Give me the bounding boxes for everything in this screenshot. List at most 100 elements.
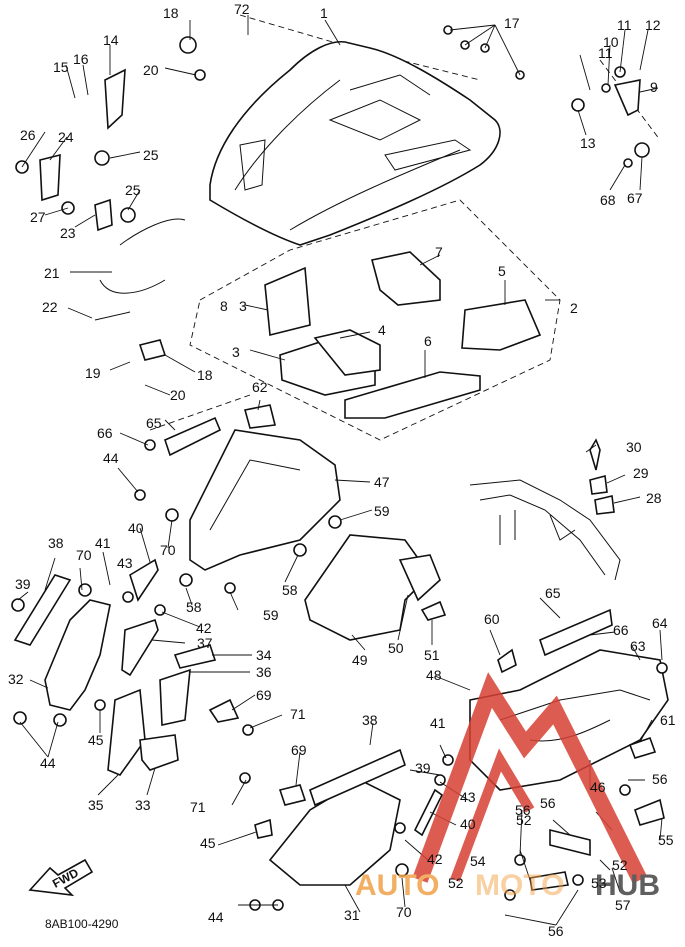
part-number-label: 45 [88, 732, 104, 748]
part-number-label: 69 [291, 742, 307, 758]
part-number-label: 23 [60, 225, 76, 241]
part-number-label: 44 [103, 450, 119, 466]
left-side-cowling [11, 439, 342, 776]
part-number-label: 56 [540, 795, 556, 811]
part-number-label: 64 [652, 615, 668, 631]
part-number-label: 37 [197, 635, 213, 651]
part-number-label: 19 [85, 365, 101, 381]
part-number-label: 49 [352, 652, 368, 668]
automotohub-watermark: AUTO MOTO HUB [355, 672, 660, 902]
part-number-label: 66 [97, 425, 113, 441]
part-number-label: 53 [591, 875, 607, 891]
part-number-label: 3 [239, 298, 247, 314]
part-number-label: 70 [76, 547, 92, 563]
part-number-label: 35 [88, 797, 104, 813]
part-number-label: 70 [396, 904, 412, 920]
part-number-label: 5 [498, 263, 506, 279]
part-number-label: 1 [320, 5, 328, 21]
diagram-code: 8AB100-4290 [45, 917, 119, 931]
part-number-label: 29 [633, 465, 649, 481]
frame-bracket [469, 438, 621, 581]
part-number-label: 66 [613, 622, 629, 638]
part-number-label: 71 [190, 799, 206, 815]
part-number-label: 62 [252, 379, 268, 395]
part-number-label: 33 [135, 797, 151, 813]
part-number-label: 31 [344, 907, 360, 923]
part-number-label: 9 [650, 79, 658, 95]
part-number-label: 59 [374, 503, 390, 519]
part-number-label: 52 [516, 812, 532, 828]
part-number-label: 13 [580, 135, 596, 151]
part-number-label: 70 [160, 542, 176, 558]
part-number-label: 20 [170, 387, 186, 403]
cowling-pads [264, 251, 542, 419]
fwd-arrow-icon: FWD [28, 858, 94, 897]
part-number-label: 50 [388, 640, 404, 656]
part-number-label: 34 [256, 647, 272, 663]
part-number-label: 40 [460, 816, 476, 832]
upper-cowling [209, 40, 501, 246]
part-number-label: 44 [208, 909, 224, 925]
part-number-label: 44 [40, 755, 56, 771]
part-number-label: 20 [143, 62, 159, 78]
part-number-label: 42 [196, 620, 212, 636]
part-number-label: 30 [626, 439, 642, 455]
part-number-label: 12 [645, 17, 661, 33]
part-number-label: 4 [378, 322, 386, 338]
part-number-label: 58 [282, 582, 298, 598]
part-number-label: 3 [232, 344, 240, 360]
part-number-label: 18 [163, 5, 179, 21]
part-number-label: 10 [603, 34, 619, 50]
part-number-label: 68 [600, 192, 616, 208]
part-number-label: 65 [545, 585, 561, 601]
part-number-label: 59 [263, 607, 279, 623]
part-number-label: 38 [362, 712, 378, 728]
part-number-label: 63 [630, 638, 646, 654]
part-number-label: 52 [612, 857, 628, 873]
part-number-label: 17 [504, 15, 520, 31]
part-number-label: 21 [44, 265, 60, 281]
part-number-label: 27 [30, 209, 46, 225]
part-number-label: 56 [515, 802, 531, 818]
part-number-label: 25 [143, 147, 159, 163]
watermark-auto: AUTO [355, 869, 439, 902]
part-number-label: 2 [570, 300, 578, 316]
part-number-label: 16 [73, 51, 89, 67]
part-number-label: 41 [430, 715, 446, 731]
part-number-label: 69 [256, 687, 272, 703]
side-cover-panel [304, 534, 447, 641]
part-number-label: 47 [374, 474, 390, 490]
part-number-label: 26 [20, 127, 36, 143]
part-number-label: 65 [146, 415, 162, 431]
part-number-label: 56 [652, 771, 668, 787]
left-small-parts [15, 36, 206, 361]
part-number-label: 8 [220, 298, 228, 314]
part-number-label: 11 [617, 17, 632, 33]
part-number-label: 22 [42, 299, 58, 315]
part-number-label: 28 [646, 490, 662, 506]
part-number-label: 39 [15, 576, 31, 592]
part-number-label: 7 [435, 244, 443, 260]
part-number-label: 52 [448, 875, 464, 891]
lower-side-cowling [239, 608, 669, 911]
part-number-label: 40 [128, 520, 144, 536]
watermark-moto: MOTO [475, 869, 564, 902]
part-number-label: 57 [615, 897, 631, 913]
watermark-hub: HUB [595, 869, 660, 902]
part-number-label: 55 [658, 832, 674, 848]
part-number-label: 54 [470, 853, 486, 869]
part-number-label: 60 [484, 611, 500, 627]
part-number-label: 43 [460, 789, 476, 805]
part-number-label: 36 [256, 664, 272, 680]
part-number-label: 14 [103, 32, 119, 48]
part-number-label: 15 [53, 59, 69, 75]
part-number-label: 72 [234, 1, 250, 17]
part-number-label: 42 [427, 851, 443, 867]
part-number-label: 32 [8, 671, 24, 687]
part-number-label: 41 [95, 535, 111, 551]
part-number-label: 11 [598, 45, 613, 61]
part-number-label: 48 [426, 667, 442, 683]
